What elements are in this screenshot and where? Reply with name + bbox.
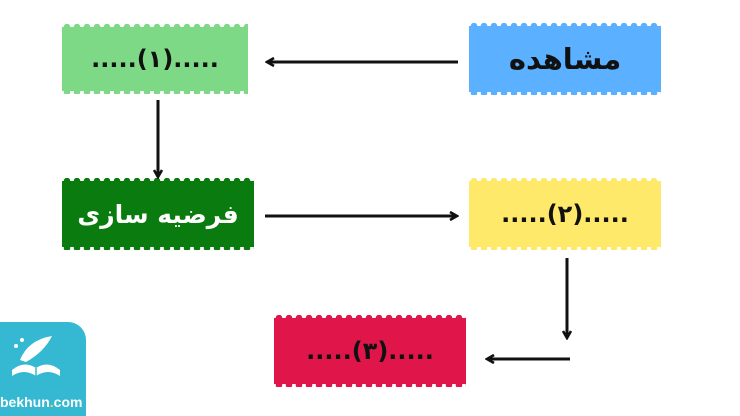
logo-text-main: bekhun — [0, 394, 50, 410]
blank-1-label: .....(۱)..... — [91, 45, 219, 73]
hypothesis-label: فرضیه سازی — [77, 199, 239, 229]
logo-text: bekhun.com — [0, 394, 86, 410]
box-blank-2: .....(۲)..... — [469, 178, 661, 250]
observation-label: مشاهده — [508, 42, 622, 76]
blank-3-label: .....(۳)..... — [306, 337, 434, 365]
site-logo: bekhun.com — [0, 322, 86, 416]
box-blank-1: .....(۱)..... — [62, 24, 248, 94]
logo-text-domain: com — [53, 394, 83, 410]
book-pen-logo-icon — [12, 336, 60, 376]
box-hypothesis: فرضیه سازی — [62, 178, 254, 250]
box-observation: مشاهده — [469, 23, 661, 95]
box-blank-3: .....(۳)..... — [274, 315, 466, 387]
blank-2-label: .....(۲)..... — [501, 200, 629, 228]
logo-dot: . — [49, 394, 54, 410]
